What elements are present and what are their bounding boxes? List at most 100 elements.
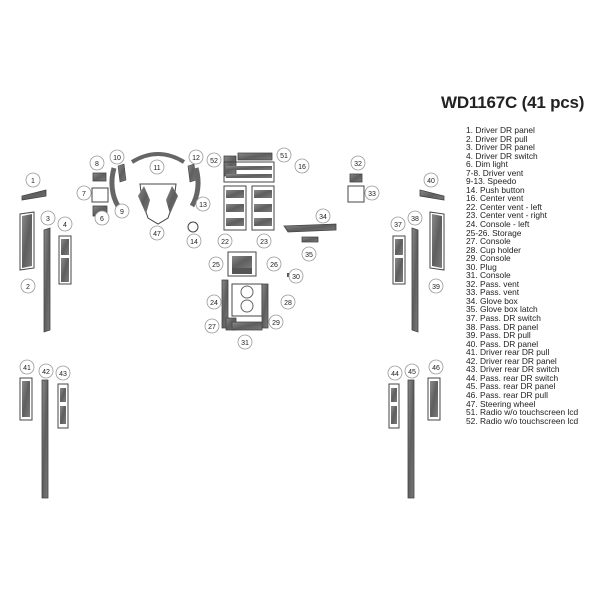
part-9-speedo bbox=[109, 167, 121, 208]
callout-23: 23 bbox=[256, 233, 272, 249]
callout-3: 3 bbox=[40, 210, 56, 226]
callout-13: 13 bbox=[195, 196, 211, 212]
svg-text:44: 44 bbox=[391, 371, 399, 378]
part-31-console bbox=[231, 321, 263, 331]
legend-item: 44. Pass. rear DR switch bbox=[466, 374, 578, 383]
legend-item-number: 46. bbox=[466, 389, 478, 400]
part-38-pass-dr-panel bbox=[411, 227, 419, 333]
callout-52: 52 bbox=[206, 152, 222, 168]
svg-text:35: 35 bbox=[305, 252, 313, 259]
svg-text:2: 2 bbox=[26, 284, 30, 291]
svg-text:40: 40 bbox=[427, 178, 435, 185]
part-1-driver-dr-panel bbox=[21, 189, 47, 201]
svg-text:24: 24 bbox=[210, 300, 218, 307]
legend-item-label: Center vent - right bbox=[479, 210, 548, 221]
callout-41: 41 bbox=[19, 359, 35, 375]
callout-34: 34 bbox=[315, 208, 331, 224]
legend-item-number: 40. bbox=[466, 338, 478, 349]
part-42-driver-rear-dr-panel bbox=[41, 379, 49, 499]
legend-item-label: Driver rear DR panel bbox=[479, 355, 557, 366]
legend-item-label: Console bbox=[479, 270, 511, 281]
svg-text:1: 1 bbox=[31, 178, 35, 185]
legend-item-number: 51. bbox=[466, 407, 478, 418]
part-29-console bbox=[261, 283, 269, 329]
callout-37: 37 bbox=[390, 216, 406, 232]
part-14-push-button bbox=[187, 221, 199, 233]
legend-item: 39. Pass. DR pull bbox=[466, 331, 578, 340]
callout-7: 7 bbox=[76, 185, 92, 201]
legend-item: 35. Glove box latch bbox=[466, 305, 578, 314]
legend-item-label: Center vent bbox=[479, 193, 524, 204]
part-40-pass-dr-panel bbox=[419, 189, 445, 201]
legend-item: 7-8. Driver vent bbox=[466, 167, 578, 178]
legend-item-label: Dim light bbox=[475, 159, 508, 170]
legend-item-number: 33. bbox=[466, 287, 478, 298]
legend-item-label: Driver DR panel bbox=[475, 142, 535, 153]
svg-text:37: 37 bbox=[394, 222, 402, 229]
callout-46: 46 bbox=[428, 359, 444, 375]
part-41-driver-rear-dr-pull bbox=[19, 377, 33, 421]
part-45-pass-rear-dr-panel bbox=[407, 379, 415, 499]
part-23-center-vent-right bbox=[251, 185, 275, 231]
svg-text:29: 29 bbox=[272, 320, 280, 327]
legend-item-number: 9-13. bbox=[466, 176, 486, 187]
kit-title: WD1167C (41 pcs) bbox=[441, 93, 585, 112]
svg-text:9: 9 bbox=[120, 209, 124, 216]
svg-text:10: 10 bbox=[113, 155, 121, 162]
part-51-radio bbox=[237, 152, 273, 161]
callout-6: 6 bbox=[94, 210, 110, 226]
svg-text:46: 46 bbox=[432, 365, 440, 372]
legend-item-number: 25-26. bbox=[466, 227, 490, 238]
svg-text:11: 11 bbox=[153, 165, 160, 172]
part-39-pass-dr-pull bbox=[429, 211, 445, 271]
callout-22: 22 bbox=[217, 233, 233, 249]
svg-text:28: 28 bbox=[284, 300, 292, 307]
legend-item: 38. Pass. DR panel bbox=[466, 321, 578, 332]
callout-10: 10 bbox=[109, 149, 125, 165]
legend-item: 45. Pass. rear DR panel bbox=[466, 382, 578, 391]
svg-text:43: 43 bbox=[59, 371, 67, 378]
legend-item-number: 6. bbox=[466, 159, 473, 170]
legend-item: 2. Driver DR pull bbox=[466, 134, 578, 144]
callout-29: 29 bbox=[268, 314, 284, 330]
callout-51: 51 bbox=[276, 147, 292, 163]
legend-item: 16. Center vent bbox=[466, 194, 578, 203]
legend-item-number: 52. bbox=[466, 415, 478, 426]
svg-text:13: 13 bbox=[199, 202, 207, 209]
part-47-steering-wheel bbox=[138, 183, 178, 225]
part-32-pass-vent bbox=[349, 173, 363, 183]
legend-item: 37. Pass. DR switch bbox=[466, 314, 578, 323]
legend-item: 46. Pass. rear DR pull bbox=[466, 391, 578, 400]
svg-text:23: 23 bbox=[260, 239, 268, 246]
legend-item-number: 45. bbox=[466, 381, 478, 392]
legend-item-label: Driver rear DR pull bbox=[479, 347, 550, 358]
part-28-cup-holder bbox=[231, 283, 263, 317]
legend-item-label: Driver vent bbox=[482, 167, 524, 178]
legend-item-label: Radio w/o touchscreen lcd bbox=[479, 415, 579, 426]
legend-item-label: Pass. DR panel bbox=[479, 321, 539, 332]
callout-31: 31 bbox=[237, 334, 253, 350]
part-7-driver-vent bbox=[91, 187, 109, 203]
legend-item-label: Pass. rear DR pull bbox=[479, 389, 548, 400]
part-26-storage bbox=[232, 268, 252, 274]
part-16-center-vent bbox=[223, 161, 275, 183]
legend-item-number: 22. bbox=[466, 201, 478, 212]
legend-item-number: 7-8. bbox=[466, 167, 481, 178]
legend-item-number: 23. bbox=[466, 210, 478, 221]
legend-item-number: 39. bbox=[466, 330, 478, 341]
legend-item-number: 47. bbox=[466, 398, 478, 409]
legend-item: 51. Radio w/o touchscreen lcd bbox=[466, 408, 578, 417]
legend-item: 9-13. Speedo bbox=[466, 177, 578, 186]
legend-item: 30. Plug bbox=[466, 262, 578, 272]
callout-38: 38 bbox=[407, 210, 423, 226]
legend-item-label: Steering wheel bbox=[479, 398, 536, 409]
legend-item-number: 43. bbox=[466, 364, 478, 375]
svg-text:39: 39 bbox=[432, 284, 440, 291]
legend-item: 1. Driver DR panel bbox=[466, 126, 578, 135]
legend-item-number: 42. bbox=[466, 355, 478, 366]
legend-item: 14. Push button bbox=[466, 186, 578, 195]
callout-43: 43 bbox=[55, 365, 71, 381]
callout-16: 16 bbox=[294, 158, 310, 174]
legend-item-label: Console - left bbox=[479, 219, 530, 230]
callout-40: 40 bbox=[423, 172, 439, 188]
